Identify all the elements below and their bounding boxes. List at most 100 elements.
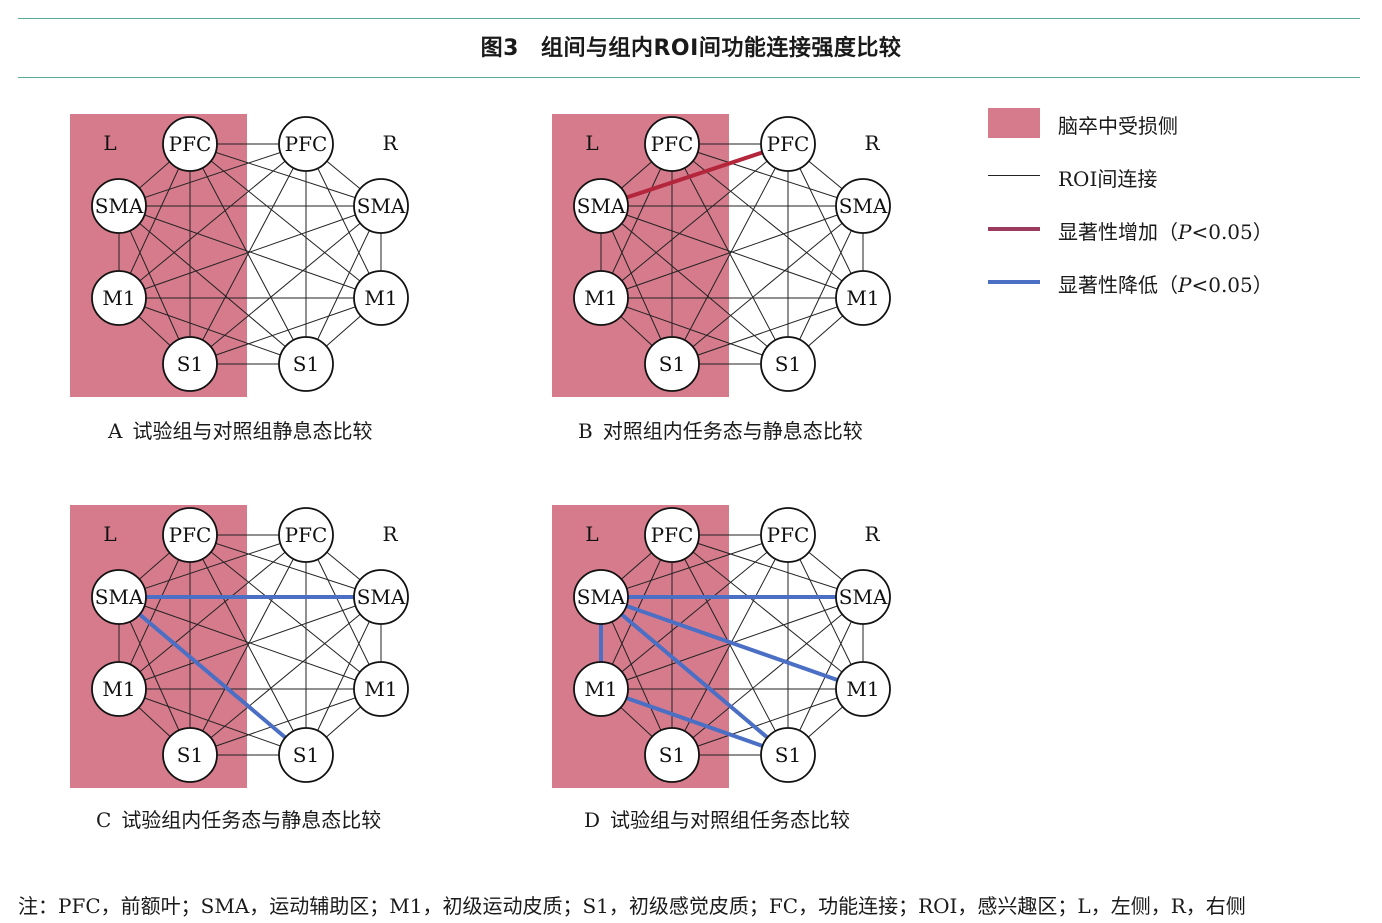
connection-l-sma-r-pfc	[600, 534, 789, 598]
node-l-m1	[573, 661, 629, 717]
legend-item-connection: ROI间连接	[988, 159, 1348, 195]
connection-swatch	[988, 175, 1040, 176]
node-label-l-pfc: PFC	[651, 523, 694, 547]
footnote: 注：PFC，前额叶；SMA，运动辅助区；M1，初级运动皮质；S1，初级感觉皮质；…	[18, 894, 1246, 918]
connection-l-m1-r-s1	[600, 297, 789, 365]
node-r-pfc	[278, 507, 334, 563]
node-r-s1	[760, 336, 816, 392]
connection-l-s1-r-m1	[671, 688, 864, 756]
connection-l-sma-r-pfc	[118, 534, 307, 598]
node-l-sma	[573, 569, 629, 625]
increase-l-sma-r-pfc	[600, 142, 789, 208]
node-r-m1	[835, 270, 891, 326]
node-r-sma	[353, 178, 409, 234]
node-label-l-m1: M1	[584, 286, 617, 310]
legend-item-decrease: 显著性降低（P<0.05）	[988, 265, 1348, 301]
node-label-l-sma: SMA	[577, 194, 626, 218]
node-label-r-m1: M1	[846, 677, 879, 701]
node-label-r-m1: M1	[364, 677, 397, 701]
node-label-l-s1: S1	[177, 743, 203, 767]
node-l-pfc	[162, 507, 218, 563]
connection-l-m1-r-pfc	[600, 143, 789, 299]
side-label-left: L	[585, 131, 598, 155]
connection-l-s1-r-m1	[189, 297, 382, 365]
node-label-l-s1: S1	[177, 352, 203, 376]
legend: 脑卒中受损侧 ROI间连接 显著性增加（P<0.05） 显著性降低（P<0.05…	[988, 106, 1348, 306]
side-label-left: L	[103, 522, 116, 546]
node-label-r-m1: M1	[846, 286, 879, 310]
connection-l-sma-l-s1	[118, 596, 191, 756]
connection-l-m1-r-s1	[118, 297, 307, 365]
significant-connections	[600, 142, 789, 208]
node-label-r-sma: SMA	[357, 585, 406, 609]
node-l-m1	[91, 270, 147, 326]
node-label-r-s1: S1	[293, 743, 319, 767]
connection-l-sma-r-s1	[600, 205, 789, 365]
lesion-swatch	[988, 108, 1040, 138]
node-r-sma	[835, 569, 891, 625]
connection-r-sma-r-s1	[787, 205, 864, 365]
connection-l-s1-r-m1	[671, 297, 864, 365]
increase-swatch	[988, 227, 1040, 231]
connection-l-pfc-l-m1	[118, 143, 191, 299]
connection-r-pfc-r-m1	[787, 534, 864, 690]
legend-label-lesion: 脑卒中受损侧	[1058, 114, 1178, 138]
significant-connections	[599, 595, 864, 757]
node-r-sma	[835, 178, 891, 234]
side-label-right: R	[382, 522, 398, 546]
node-label-l-pfc: PFC	[169, 132, 212, 156]
legend-item-increase: 显著性增加（P<0.05）	[988, 212, 1348, 248]
node-r-s1	[760, 727, 816, 783]
connection-l-m1-r-pfc	[600, 534, 789, 690]
node-r-sma	[353, 569, 409, 625]
node-l-m1	[91, 661, 147, 717]
side-label-right: R	[864, 522, 880, 546]
figure-number: 图3	[480, 36, 519, 61]
node-l-s1	[162, 727, 218, 783]
significant-connections	[117, 595, 381, 757]
node-label-l-m1: M1	[584, 677, 617, 701]
decrease-l-m1-r-s1	[600, 687, 789, 757]
node-l-m1	[573, 270, 629, 326]
connection-r-pfc-r-m1	[787, 143, 864, 299]
connection-l-m1-r-sma	[600, 205, 864, 299]
node-label-l-pfc: PFC	[651, 132, 694, 156]
connection-r-pfc-r-m1	[305, 534, 382, 690]
lesion-region	[70, 114, 247, 397]
node-l-pfc	[644, 507, 700, 563]
node-l-sma	[91, 569, 147, 625]
node-r-m1	[353, 270, 409, 326]
node-label-r-pfc: PFC	[285, 132, 328, 156]
node-label-l-s1: S1	[659, 352, 685, 376]
connection-l-sma-l-s1	[118, 205, 191, 365]
connection-r-sma-r-s1	[305, 596, 382, 756]
node-l-pfc	[644, 116, 700, 172]
node-label-r-sma: SMA	[839, 194, 888, 218]
connection-l-m1-r-s1	[118, 688, 307, 756]
node-label-l-s1: S1	[659, 743, 685, 767]
connection-l-s1-r-m1	[189, 688, 382, 756]
connections	[118, 534, 382, 756]
decrease-swatch	[988, 280, 1040, 284]
node-label-r-pfc: PFC	[285, 523, 328, 547]
node-label-r-sma: SMA	[839, 585, 888, 609]
lesion-region	[70, 505, 247, 788]
connection-l-sma-l-s1	[600, 596, 673, 756]
node-r-s1	[278, 336, 334, 392]
connection-l-pfc-r-sma	[671, 534, 864, 598]
node-r-pfc	[278, 116, 334, 172]
node-label-l-m1: M1	[102, 286, 135, 310]
decrease-l-sma-r-s1	[599, 595, 790, 757]
node-l-s1	[644, 336, 700, 392]
